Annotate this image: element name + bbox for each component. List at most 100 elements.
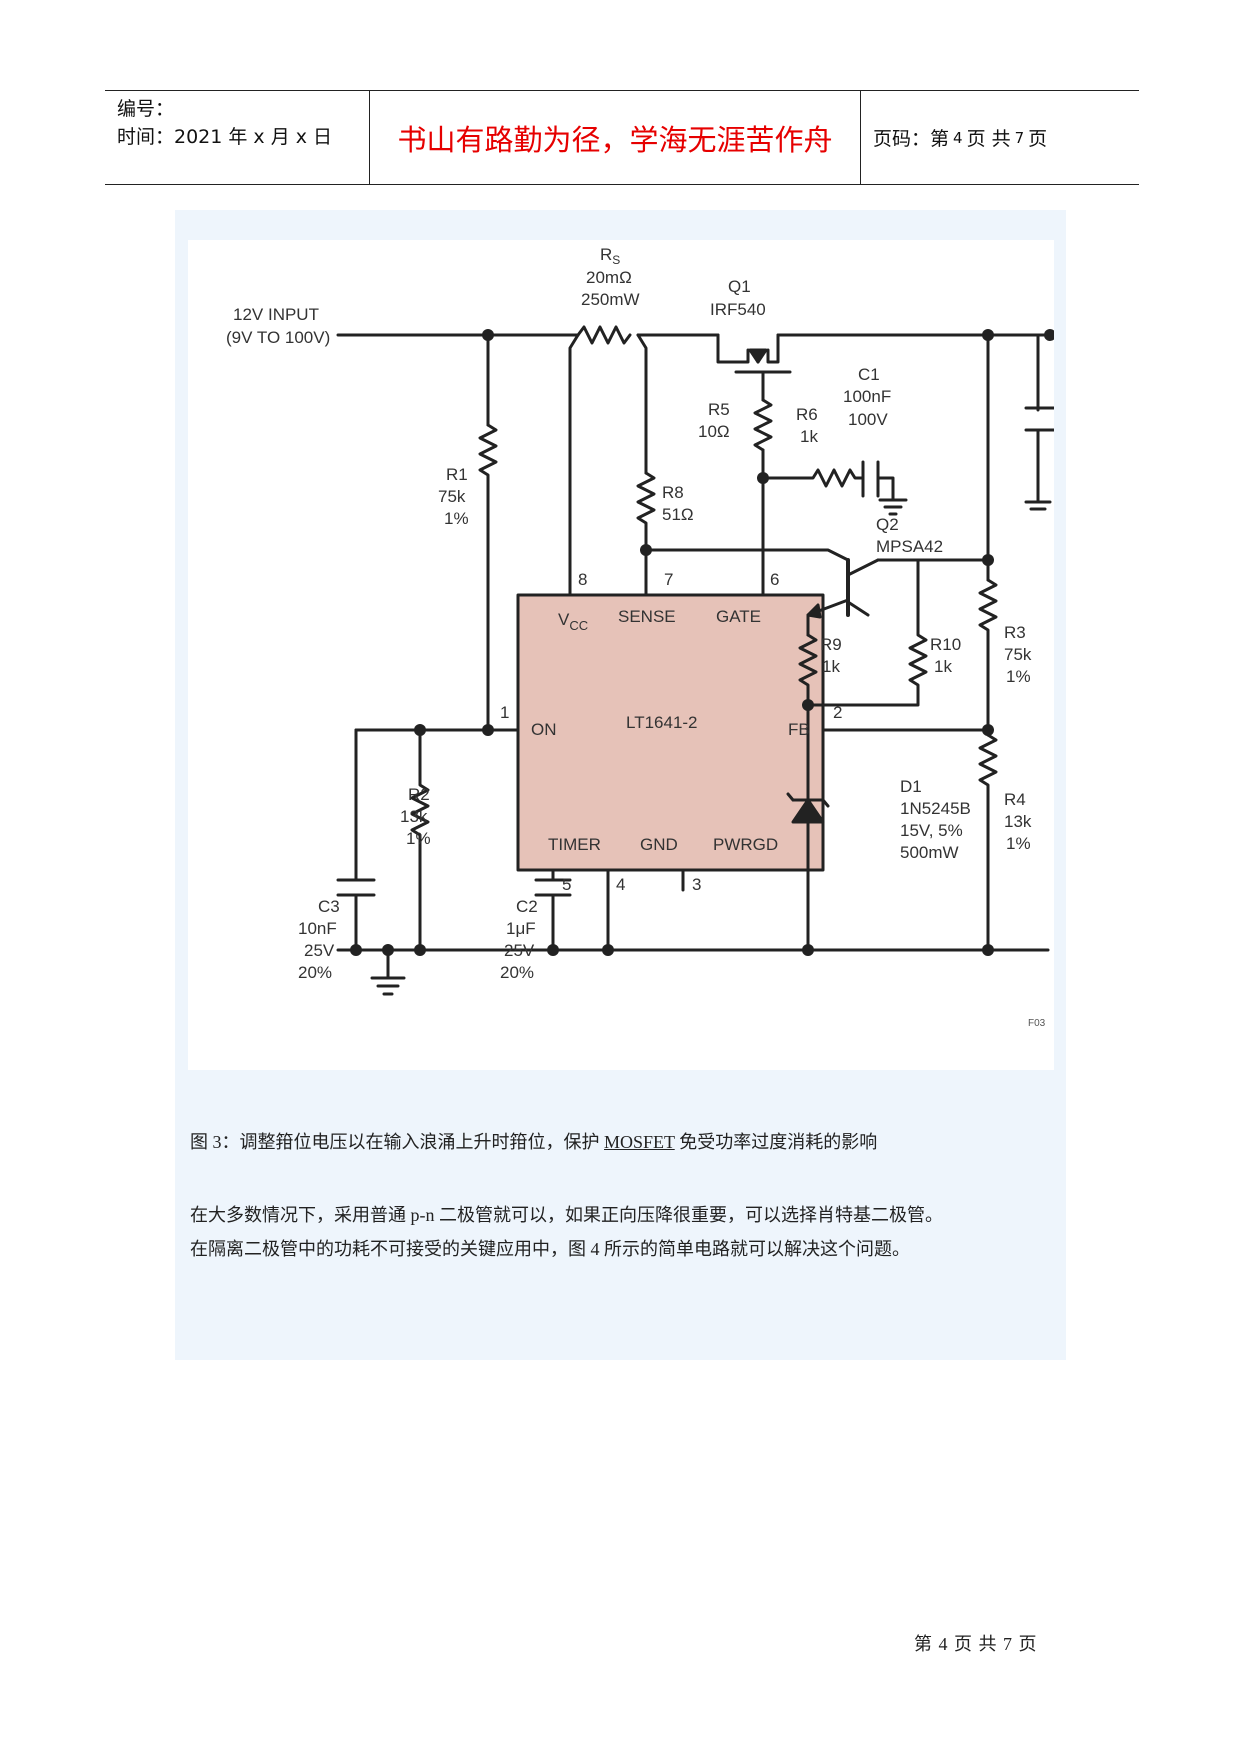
page-footer: 第 4 页 共 7 页 — [914, 1630, 1038, 1656]
page-header: 编号： 时间：2021 年 x 月 x 日 书山有路勤为径，学海无涯苦作舟 页码… — [105, 90, 1139, 185]
pin-7: 7 — [664, 570, 673, 589]
q1-part: IRF540 — [710, 300, 766, 319]
r10-value: 1k — [934, 657, 952, 676]
r6-value: 1k — [800, 427, 818, 446]
ground-symbol — [878, 498, 908, 516]
r5-name: R5 — [708, 400, 730, 419]
c2-name: C2 — [516, 897, 538, 916]
r3-value: 75k — [1004, 645, 1032, 664]
r1-tolerance: 1% — [444, 509, 469, 528]
wire-sense-to-q2 — [644, 548, 850, 562]
schematic-labels: 12V INPUT (9V TO 100V) RS 20mΩ 250mW Q1 … — [226, 245, 1046, 1029]
caption-link-mosfet[interactable]: MOSFET — [604, 1132, 675, 1152]
r3-tolerance: 1% — [1006, 667, 1031, 686]
q1-name: Q1 — [728, 277, 751, 296]
header-page-info: 页码：第 4 页 共 7 页 — [873, 91, 1047, 184]
resistor-r8 — [636, 471, 656, 552]
ic-body — [516, 593, 825, 872]
circuit-schematic: 12V INPUT (9V TO 100V) RS 20mΩ 250mW Q1 … — [226, 245, 1054, 1029]
r3-name: R3 — [1004, 623, 1026, 642]
input-range-label: (9V TO 100V) — [226, 328, 330, 347]
c3-cap: 10nF — [298, 919, 337, 938]
capacitor-c1 — [861, 460, 880, 498]
r2-value: 13k — [400, 807, 428, 826]
wire-vcc-pin8 — [568, 333, 580, 597]
c2-voltage: 25V — [504, 941, 535, 960]
capacitor-c3 — [336, 728, 376, 952]
r9-name: R9 — [820, 635, 842, 654]
body-paragraph: 在大多数情况下，采用普通 p-n 二极管就可以，如果正向压降很重要，可以选择肖特… — [190, 1198, 1070, 1266]
pin-5: 5 — [562, 875, 571, 894]
figure-caption: 图 3：调整箝位电压以在输入浪涌上升时箝位，保护 MOSFET 免受功率过度消耗… — [190, 1128, 877, 1154]
mosfet-q1 — [716, 333, 780, 364]
r9-value: 1k — [822, 657, 840, 676]
resistor-r10 — [806, 593, 928, 707]
r1-name: R1 — [446, 465, 468, 484]
q2-name: Q2 — [876, 515, 899, 534]
pin-on-label: ON — [531, 720, 557, 739]
pin-2: 2 — [833, 703, 842, 722]
r4-name: R4 — [1004, 790, 1026, 809]
r8-value: 51Ω — [662, 505, 694, 524]
pin-4: 4 — [616, 875, 625, 894]
r2-name: R2 — [408, 785, 430, 804]
header-left-cell: 编号： 时间：2021 年 x 月 x 日 — [117, 95, 362, 151]
c3-voltage: 25V — [304, 941, 335, 960]
caption-text: 图 3：调整箝位电压以在输入浪涌上升时箝位，保护 — [190, 1132, 604, 1152]
resistor-r4 — [978, 733, 998, 952]
mosfet-q1-arrow — [748, 348, 768, 364]
rs-value: 20mΩ — [586, 268, 632, 287]
d1-part: 1N5245B — [900, 799, 971, 818]
page-number: 4 — [953, 128, 963, 147]
ground-symbol — [370, 948, 406, 996]
d1-name: D1 — [900, 777, 922, 796]
r1-value: 75k — [438, 487, 466, 506]
wire-sense-top — [636, 333, 648, 475]
wire-q2-emitter — [814, 598, 850, 614]
r10-name: R10 — [930, 635, 961, 654]
pin-pwrgd-label: PWRGD — [713, 835, 778, 854]
resistor-r5 — [753, 398, 773, 452]
r8-name: R8 — [662, 483, 684, 502]
body-line: 在隔离二极管中的功耗不可接受的关键应用中，图 4 所示的简单电路就可以解决这个问… — [190, 1239, 910, 1259]
pin-6: 6 — [770, 570, 779, 589]
wire-c1-gnd — [876, 476, 895, 502]
junction-dots — [350, 329, 1054, 956]
footer-total: 7 — [1003, 1634, 1013, 1654]
d1-rating: 15V, 5% — [900, 821, 963, 840]
pin-1: 1 — [500, 703, 509, 722]
body-line: 在大多数情况下，采用普通 p-n 二极管就可以，如果正向压降很重要，可以选择肖特… — [190, 1205, 943, 1225]
transistor-q2-arrow — [806, 603, 822, 619]
resistor-r9 — [798, 633, 818, 707]
resistor-r1 — [478, 423, 498, 732]
c1-voltage: 100V — [848, 410, 888, 429]
footer-page: 4 — [938, 1634, 949, 1654]
resistor-r3 — [978, 578, 998, 667]
input-label: 12V INPUT — [233, 305, 319, 324]
r6-name: R6 — [796, 405, 818, 424]
r4-tolerance: 1% — [1006, 834, 1031, 853]
r5-value: 10Ω — [698, 422, 730, 441]
caption-text-end: 免受功率过度消耗的影响 — [674, 1132, 878, 1152]
page-suffix: 页 — [1028, 128, 1048, 150]
resistor-rs — [576, 325, 632, 345]
header-divider — [369, 91, 370, 184]
resistor-r6 — [761, 468, 865, 488]
transistor-q2-legs — [846, 558, 880, 617]
page-prefix: 页码：第 — [873, 128, 950, 150]
rs-name: RS — [600, 245, 620, 267]
rs-power: 250mW — [581, 290, 640, 309]
capacitor-output — [1024, 333, 1054, 511]
footer-mid: 页 共 — [954, 1634, 998, 1654]
pin-8: 8 — [578, 570, 587, 589]
page-mid: 页 共 — [966, 128, 1011, 150]
page-total: 7 — [1014, 128, 1025, 147]
pin-vcc-label: VCC — [558, 610, 588, 633]
footer-prefix: 第 — [914, 1634, 933, 1654]
d1-power: 500mW — [900, 843, 959, 862]
footer-suffix: 页 — [1018, 1634, 1038, 1654]
c3-tolerance: 20% — [298, 963, 332, 982]
pin-fb-label: FB — [788, 720, 810, 739]
capacitor-c2 — [534, 868, 572, 952]
c1-name: C1 — [858, 365, 880, 384]
